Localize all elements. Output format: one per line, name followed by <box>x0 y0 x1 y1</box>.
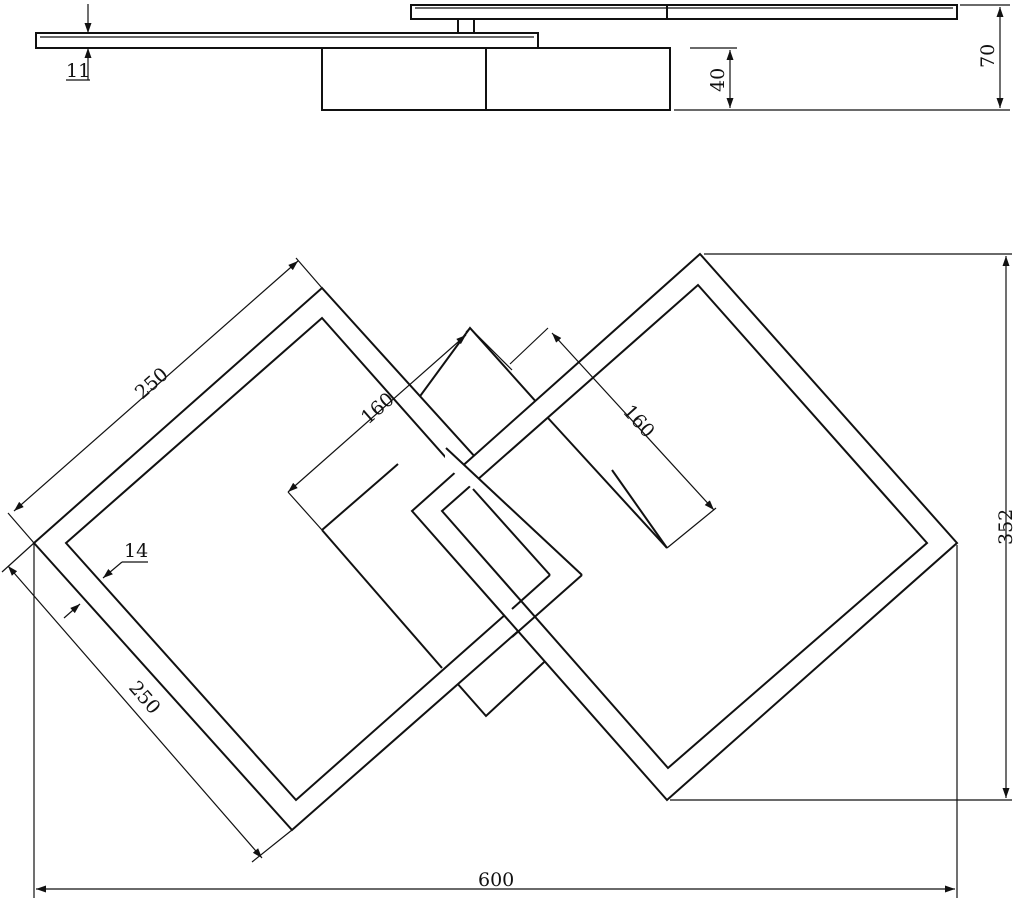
plan-view: 250 250 160 160 14 352 600 <box>1 252 1017 898</box>
dim-side-bottom-line <box>7 565 263 859</box>
dim-side-top-line <box>13 260 299 512</box>
center-square-edge-b <box>321 529 443 669</box>
left-frame-overlap <box>445 447 583 638</box>
lower-panel <box>35 32 539 49</box>
dim-center-right-ext-1 <box>509 327 549 365</box>
dim-side-top-ext-2 <box>7 512 35 544</box>
panel-connector <box>457 18 475 34</box>
right-frame <box>410 252 959 802</box>
dim-frame-width-arrow <box>63 603 81 619</box>
dim-side-bottom-ext-2 <box>251 829 293 863</box>
dim-center-right-ext-2 <box>666 507 717 549</box>
side-view: 11 40 70 <box>35 4 1010 111</box>
dim-center-left-line <box>287 334 467 493</box>
dim-frame-width-leader <box>102 561 123 579</box>
dim-side-top-ext-1 <box>295 257 323 289</box>
dim-frame-width-label: 14 <box>124 540 148 562</box>
dim-side-top-label: 250 <box>131 363 173 403</box>
dim-center-left-ext-1 <box>465 327 471 333</box>
dim-side-bottom-ext-1 <box>1 542 35 573</box>
dim-center-right-line <box>551 332 715 511</box>
dim-center-left-ext-2 <box>469 327 513 371</box>
dim-side-bottom-label: 250 <box>124 677 164 719</box>
base-housing <box>321 47 671 111</box>
dim-total-height-label: 70 <box>977 44 999 68</box>
dim-base-height-label: 40 <box>707 68 729 92</box>
dim-width-label: 600 <box>478 869 514 891</box>
dim-depth-label: 352 <box>995 509 1017 545</box>
upper-panel <box>410 4 958 20</box>
dim-center-left-ext-3 <box>287 491 323 531</box>
dim-thickness-label: 11 <box>66 60 90 82</box>
